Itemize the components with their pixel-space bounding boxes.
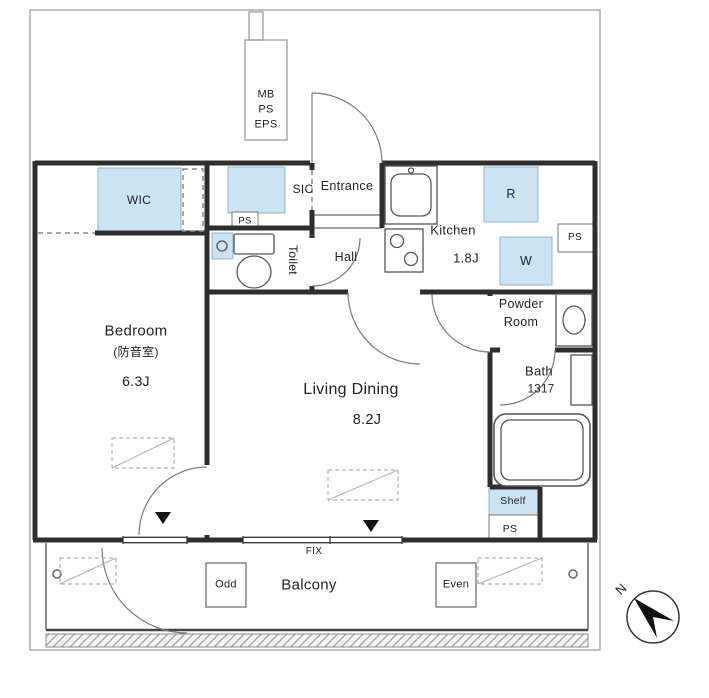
compass bbox=[626, 590, 680, 644]
wall-shelf-nook bbox=[490, 484, 543, 540]
dashed-openings bbox=[38, 168, 313, 234]
toilet-sink-icon bbox=[216, 240, 228, 252]
fridge-label: R bbox=[506, 186, 516, 201]
door-marker-triangle bbox=[155, 512, 171, 524]
sic-label: SIC bbox=[292, 182, 314, 196]
balcony-furniture-dashed bbox=[477, 557, 543, 585]
envelope-notch bbox=[248, 11, 264, 41]
toilet-tank-icon bbox=[233, 233, 275, 255]
thin-lines bbox=[312, 214, 382, 229]
fridge-area bbox=[483, 166, 539, 223]
furniture-dashed bbox=[59, 437, 543, 585]
bath-size-label: 1317 bbox=[527, 383, 555, 396]
bath-counter-icon bbox=[570, 354, 593, 406]
sic-area bbox=[227, 166, 286, 214]
balcony-number-boxes bbox=[205, 562, 477, 608]
furniture-slashes bbox=[59, 437, 543, 585]
balcony-label: Balcony bbox=[281, 576, 337, 594]
stove-burner-icon bbox=[389, 233, 405, 249]
toilet-door-arc bbox=[311, 237, 361, 287]
wic-label: WIC bbox=[126, 193, 152, 207]
envelope-outline bbox=[29, 9, 601, 651]
toilet-bowl-icon bbox=[236, 255, 272, 289]
shaft-eps-label: EPS bbox=[254, 118, 278, 131]
odd-label: Odd bbox=[215, 578, 237, 591]
balcony-furniture-dashed bbox=[59, 557, 117, 585]
bathtub-icon bbox=[493, 413, 591, 487]
bedroom-label: Bedroom bbox=[104, 322, 168, 340]
pipe-shaft-box bbox=[244, 39, 288, 141]
stove-icon bbox=[384, 228, 424, 273]
fixtures bbox=[216, 165, 593, 487]
living-dining-label: Living Dining bbox=[303, 381, 399, 398]
toilet-label: Toilet bbox=[286, 245, 300, 275]
living-dining-size-label: 8.2J bbox=[352, 411, 382, 428]
bath-label: Bath bbox=[525, 363, 553, 379]
washer-label: W bbox=[519, 253, 533, 268]
bathtub-inner-icon bbox=[500, 419, 584, 481]
building-envelope bbox=[29, 9, 601, 651]
slash bbox=[327, 469, 399, 501]
stove-burner-icon bbox=[403, 251, 419, 267]
compass-needle-icon bbox=[634, 598, 674, 638]
entrance-door-arc bbox=[311, 92, 383, 164]
walls bbox=[32, 160, 598, 543]
balcony-drain-left bbox=[52, 569, 62, 579]
bedroom-furniture-dashed bbox=[111, 437, 175, 469]
shaft-ps-label: PS bbox=[258, 103, 274, 116]
powder-room-label-1: Powder bbox=[498, 296, 544, 311]
shelf-label: Shelf bbox=[500, 494, 526, 507]
hall-door-arc bbox=[347, 291, 421, 365]
slash bbox=[111, 437, 175, 469]
shaft-mb-label: MB bbox=[257, 88, 275, 101]
balcony-door-arc bbox=[101, 547, 188, 634]
odd-box bbox=[205, 562, 247, 608]
wic-shelf-dashed bbox=[182, 168, 204, 232]
balcony-structure bbox=[45, 543, 589, 632]
kitchen-counter-icon bbox=[384, 165, 438, 225]
entrance-label: Entrance bbox=[320, 178, 374, 193]
kitchen-sink-icon bbox=[390, 173, 432, 217]
ps-right-box bbox=[557, 223, 594, 253]
bedroom-size-label: 6.3J bbox=[122, 373, 150, 389]
kitchen-size-label: 1.8J bbox=[453, 250, 479, 266]
kitchen-label: Kitchen bbox=[430, 222, 476, 238]
toilet-sink-area bbox=[211, 232, 234, 260]
bath-door-arc bbox=[499, 349, 556, 406]
door-arcs bbox=[101, 92, 556, 634]
powder-door-arc bbox=[431, 293, 491, 353]
ps-entry-label: PS bbox=[238, 215, 252, 227]
ps-right-label: PS bbox=[568, 232, 582, 243]
balcony-drain-right bbox=[568, 569, 578, 579]
wic-area bbox=[97, 167, 182, 233]
windows bbox=[122, 536, 403, 544]
bedroom-door-arc bbox=[138, 466, 208, 536]
bedroom-sub-label: (防音室) bbox=[113, 345, 159, 359]
hall-label: Hall bbox=[334, 249, 358, 264]
slash bbox=[59, 557, 117, 585]
even-box bbox=[435, 562, 477, 608]
washer-area bbox=[499, 236, 553, 286]
ps-bottom-label: PS bbox=[502, 522, 518, 535]
door-marker-triangle bbox=[363, 520, 379, 532]
vanity-sink-icon bbox=[562, 305, 586, 335]
kitchen-faucet-icon bbox=[407, 167, 415, 174]
living-furniture-dashed bbox=[327, 469, 399, 501]
door-markers bbox=[155, 512, 379, 532]
vanity-icon bbox=[555, 293, 593, 347]
fix-window-label: FIX bbox=[305, 546, 323, 557]
slash bbox=[477, 557, 543, 585]
shelf-area bbox=[488, 486, 540, 516]
powder-room-label-2: Room bbox=[503, 314, 539, 329]
even-label: Even bbox=[442, 578, 470, 591]
accent-areas bbox=[97, 166, 553, 516]
balcony-hatch-band bbox=[45, 633, 589, 648]
